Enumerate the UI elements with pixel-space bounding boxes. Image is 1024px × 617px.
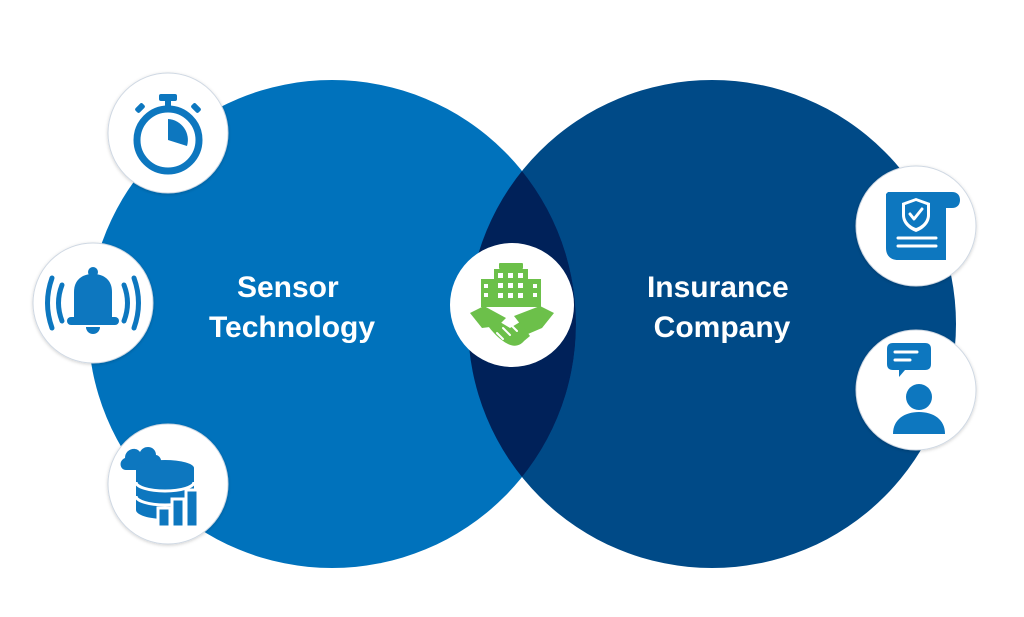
- right-label-line1: Insurance: [647, 271, 789, 304]
- stopwatch-icon: [107, 72, 229, 194]
- insurance-policy-scroll-icon: [855, 165, 977, 287]
- person-chat-icon: [855, 329, 977, 451]
- ringing-bell-icon: [32, 242, 154, 364]
- cloud-database-chart-icon: [107, 423, 229, 545]
- insurance-company-circle: [468, 80, 956, 568]
- right-label-line2: Company: [654, 311, 791, 344]
- building-handshake-icon: [450, 243, 574, 367]
- left-label-line2: Technology: [209, 311, 375, 344]
- sensor-technology-label: Sensor Technology: [209, 271, 375, 344]
- insurance-company-label: Insurance Company: [647, 271, 797, 344]
- left-label-line1: Sensor: [237, 271, 339, 304]
